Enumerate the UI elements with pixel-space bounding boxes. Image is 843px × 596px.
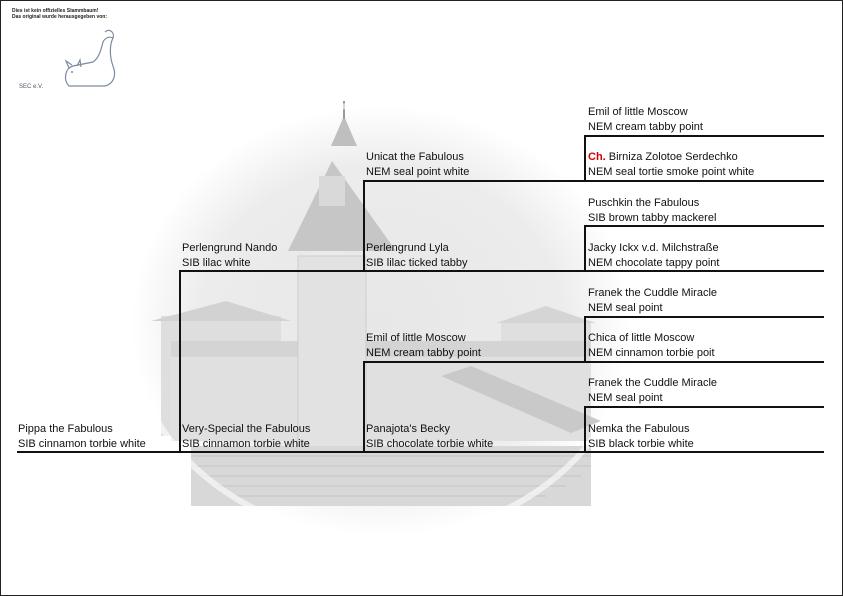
cat-name: Emil of little Moscow bbox=[366, 332, 466, 344]
cat-breed: NEM seal point bbox=[588, 392, 663, 404]
cat-breed: SIB lilac white bbox=[182, 257, 251, 269]
grandparent-3: Emil of little Moscow NEM cream tabby po… bbox=[366, 331, 481, 361]
logo-text: SEC e.V. bbox=[19, 84, 44, 90]
connector-line bbox=[363, 361, 365, 452]
cat-name: Unicat the Fabulous bbox=[366, 151, 464, 163]
cat-name: Perlengrund Lyla bbox=[366, 242, 449, 254]
great-grandparent-2: Ch.Birniza Zolotoe Serdechko NEM seal to… bbox=[588, 150, 754, 180]
great-grandparent-3: Puschkin the Fabulous SIB brown tabby ma… bbox=[588, 196, 716, 226]
disclaimer-line-2: Das original wurde herausgegeben von: bbox=[12, 14, 108, 20]
grandparent-2: Perlengrund Lyla SIB lilac ticked tabby bbox=[366, 241, 468, 271]
cat-name: Chica of little Moscow bbox=[588, 332, 695, 344]
connector-line bbox=[363, 180, 365, 271]
champion-title: Ch. bbox=[588, 151, 606, 163]
connector-line bbox=[584, 225, 824, 227]
grandparent-4: Panajota's Becky SIB chocolate torbie wh… bbox=[366, 422, 493, 452]
disclaimer-line-1: Dies ist kein offizielles Stammbaum! bbox=[12, 8, 99, 14]
parent-sire: Perlengrund Nando SIB lilac white bbox=[182, 241, 277, 271]
cat-breed: NEM seal point white bbox=[366, 166, 470, 178]
connector-line bbox=[584, 225, 586, 271]
cat-breed: SIB cinnamon torbie white bbox=[18, 438, 146, 450]
connector-line bbox=[363, 180, 824, 182]
connector-line bbox=[584, 406, 586, 452]
connector-line bbox=[363, 361, 824, 363]
cat-breed: SIB chocolate torbie white bbox=[366, 438, 494, 450]
great-grandparent-6: Chica of little Moscow NEM cinnamon torb… bbox=[588, 331, 715, 361]
cat-breed: NEM seal point bbox=[588, 302, 663, 314]
subject-cat: Pippa the Fabulous SIB cinnamon torbie w… bbox=[18, 422, 146, 452]
cat-breed: NEM cinnamon torbie poit bbox=[588, 347, 715, 359]
cat-name: Birniza Zolotoe Serdechko bbox=[608, 151, 738, 163]
cat-name: Jacky Ickx v.d. Milchstraße bbox=[588, 242, 719, 254]
cat-breed: NEM cream tabby point bbox=[366, 347, 481, 359]
connector-line bbox=[179, 270, 181, 452]
cat-breed: SIB brown tabby mackerel bbox=[588, 212, 717, 224]
cat-breed: SIB cinnamon torbie white bbox=[182, 438, 310, 450]
connector-line bbox=[17, 451, 824, 453]
cat-breed: NEM cream tabby point bbox=[588, 121, 703, 133]
great-grandparent-8: Nemka the Fabulous SIB black torbie whit… bbox=[588, 422, 694, 452]
cat-breed: NEM chocolate tappy point bbox=[588, 257, 720, 269]
connector-line bbox=[584, 135, 586, 181]
connector-line bbox=[584, 135, 824, 137]
cat-name: Franek the Cuddle Miracle bbox=[588, 287, 718, 299]
cat-name: Emil of little Moscow bbox=[588, 106, 688, 118]
cat-name: Very-Special the Fabulous bbox=[182, 423, 311, 435]
cat-name: Puschkin the Fabulous bbox=[588, 197, 700, 209]
cat-name: Franek the Cuddle Miracle bbox=[588, 377, 718, 389]
great-grandparent-4: Jacky Ickx v.d. Milchstraße NEM chocolat… bbox=[588, 241, 719, 271]
parent-dam: Very-Special the Fabulous SIB cinnamon t… bbox=[182, 422, 310, 452]
cat-breed: NEM seal tortie smoke point white bbox=[588, 166, 755, 178]
cat-name-row: Ch.Birniza Zolotoe Serdechko bbox=[588, 150, 754, 165]
cat-name: Nemka the Fabulous bbox=[588, 423, 690, 435]
cat-name: Pippa the Fabulous bbox=[18, 423, 113, 435]
cat-breed: SIB lilac ticked tabby bbox=[366, 257, 468, 269]
great-grandparent-7: Franek the Cuddle Miracle NEM seal point bbox=[588, 376, 717, 406]
great-grandparent-1: Emil of little Moscow NEM cream tabby po… bbox=[588, 105, 703, 135]
cat-name: Perlengrund Nando bbox=[182, 242, 278, 254]
cat-breed: SIB black torbie white bbox=[588, 438, 694, 450]
grandparent-1: Unicat the Fabulous NEM seal point white bbox=[366, 150, 469, 180]
connector-line bbox=[179, 270, 824, 272]
cat-logo-icon bbox=[64, 29, 116, 87]
great-grandparent-5: Franek the Cuddle Miracle NEM seal point bbox=[588, 286, 717, 316]
disclaimer: Dies ist kein offizielles Stammbaum! Das… bbox=[12, 8, 107, 20]
cat-name: Panajota's Becky bbox=[366, 423, 451, 435]
connector-line bbox=[584, 316, 586, 362]
connector-line bbox=[584, 406, 824, 408]
connector-line bbox=[584, 316, 824, 318]
